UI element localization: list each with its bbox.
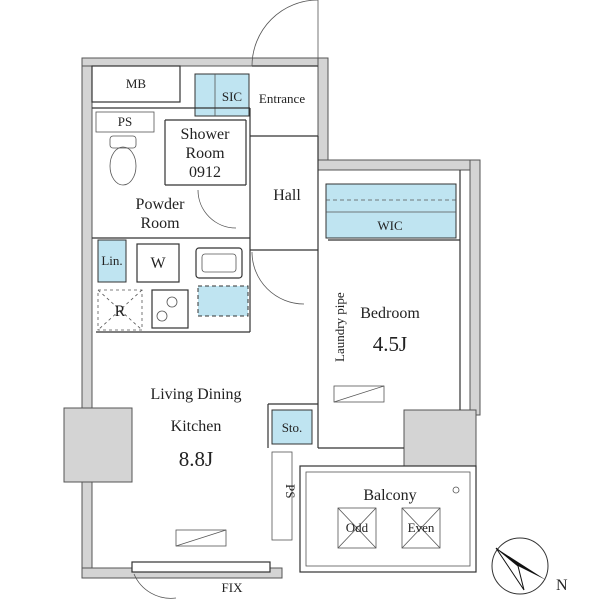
ac-odd-label: Odd: [346, 520, 369, 535]
powder-label-2: Room: [140, 215, 180, 232]
wic-label: WIC: [377, 218, 402, 233]
north-label: N: [556, 577, 568, 594]
bedroom-label: Bedroom: [360, 305, 420, 322]
balcony-drain-icon: [452, 486, 460, 494]
washer-box: [136, 243, 180, 283]
stove-icon: [151, 289, 189, 329]
ldk-window-mark: [175, 529, 227, 547]
fridge-label: R: [115, 303, 126, 320]
storage-label: Sto.: [282, 420, 303, 435]
linen-label: Lin.: [101, 253, 122, 268]
entrance-door: [251, 0, 319, 67]
ldk-label-1: Living Dining: [150, 386, 241, 403]
toilet-icon: [109, 135, 137, 186]
laundry-pipe-label: Laundry pipe: [332, 292, 347, 362]
outer-walls: [63, 57, 481, 579]
shower-label-3: 0912: [189, 164, 221, 181]
hall-label: Hall: [273, 187, 301, 204]
linen-closet: [97, 239, 127, 283]
ac-even-box: [401, 507, 441, 549]
powder-label-1: Powder: [136, 196, 186, 213]
sic-label: SIC: [222, 89, 242, 104]
ps-top-box: [95, 111, 155, 133]
fix-window: [131, 561, 271, 573]
kitchen-counter: [197, 285, 249, 317]
ps-top-label: PS: [118, 114, 132, 129]
entrance-label: Entrance: [259, 91, 305, 106]
ldk-label-2: Kitchen: [171, 418, 222, 435]
fix-door-arc: [133, 573, 177, 599]
sic-closet: [194, 73, 250, 117]
interior-walls: [92, 107, 461, 449]
fix-label: FIX: [222, 580, 244, 595]
ldk-size: 8.8J: [179, 447, 213, 471]
mb-box: [91, 65, 181, 103]
powder-door-arc: [197, 189, 237, 229]
shower-label-2: Room: [185, 145, 225, 162]
bedroom-window-mark: [333, 385, 385, 403]
balcony-label: Balcony: [363, 487, 416, 504]
ps-bottom-label: PS: [283, 484, 298, 498]
shower-label-1: Shower: [181, 126, 231, 143]
ac-even-label: Even: [408, 520, 435, 535]
wic-closet: [325, 183, 457, 239]
north-arrow-icon: [491, 537, 549, 595]
bedroom-size: 4.5J: [373, 332, 407, 356]
mb-label: MB: [126, 76, 147, 91]
ps-bottom-box: [271, 451, 293, 541]
washer-label: W: [150, 255, 166, 272]
ac-odd-box: [337, 507, 377, 549]
storage-closet: [271, 409, 313, 445]
hall-door-arc: [251, 251, 305, 305]
sink-icon: [195, 247, 243, 279]
